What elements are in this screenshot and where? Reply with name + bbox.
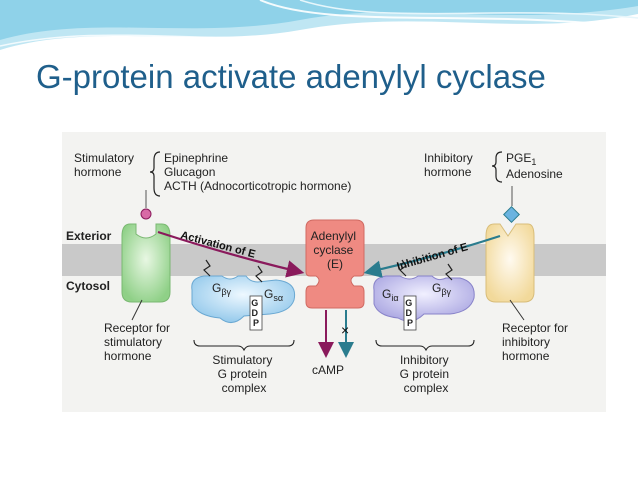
g-beta-gamma-stim: Gβγ <box>212 281 232 297</box>
stim-anchor-zigzag-2 <box>255 265 263 283</box>
inhib-complex-bracket <box>375 339 475 352</box>
camp-label: cAMP <box>312 363 344 377</box>
diagram-panel: Stimulatory hormone Epinephrine Glucagon… <box>62 132 606 412</box>
activation-arrow <box>157 230 305 278</box>
stimulatory-g-protein <box>191 275 296 323</box>
blocked-mark: × <box>341 322 349 338</box>
cytosol-label: Cytosol <box>66 279 110 293</box>
inhibitory-hormone-list: PGE1 Adenosine <box>506 151 563 181</box>
stimulatory-hormone-label: Stimulatory hormone <box>74 151 137 179</box>
inhibitory-g-protein <box>373 275 475 322</box>
stimulatory-hormone-list: Epinephrine Glucagon ACTH (Adnocorticotr… <box>164 151 351 193</box>
slide-title: G-protein activate adenylyl cyclase <box>36 58 546 95</box>
inhib-receptor-label: Receptor for inhibitory hormone <box>502 321 571 363</box>
inhib-anchor-zigzag-2 <box>445 263 453 281</box>
adenylyl-cyclase <box>305 219 365 309</box>
g-i-alpha: Giα <box>382 287 399 303</box>
stim-receptor-label: Receptor for stimulatory hormone <box>104 321 173 363</box>
stimulatory-brace <box>149 151 161 197</box>
g-beta-gamma-inhib: Gβγ <box>432 281 452 297</box>
inhibitory-receptor <box>485 223 535 303</box>
adenylyl-cyclase-label: Adenylyl cyclase (E) <box>311 229 360 271</box>
exterior-label: Exterior <box>66 229 112 243</box>
inhibitory-brace <box>491 151 503 183</box>
stimulatory-hormone-ligand <box>140 208 152 220</box>
gdp-label-stim: G D P <box>251 298 261 328</box>
stim-anchor-zigzag <box>203 259 211 277</box>
inhib-receptor-pointer <box>509 299 525 321</box>
g-protein-diagram: Stimulatory hormone Epinephrine Glucagon… <box>62 151 606 395</box>
header-decoration <box>0 0 638 50</box>
stim-complex-bracket <box>193 339 295 352</box>
inhib-complex-label: Inhibitory G protein complex <box>400 353 453 395</box>
gdp-box-inhib <box>403 295 417 331</box>
gdp-label-inhib: G D P <box>405 298 415 328</box>
stim-receptor-pointer <box>131 299 143 321</box>
stim-complex-label: Stimulatory G protein complex <box>212 353 275 395</box>
inhibitory-hormone-label: Inhibitory hormone <box>424 151 476 179</box>
stimulatory-receptor <box>121 223 171 303</box>
inhibition-arrow <box>363 234 501 278</box>
inhibitory-hormone-ligand <box>503 206 520 223</box>
gdp-box-stim <box>249 295 263 331</box>
g-s-alpha: Gsα <box>264 287 283 303</box>
